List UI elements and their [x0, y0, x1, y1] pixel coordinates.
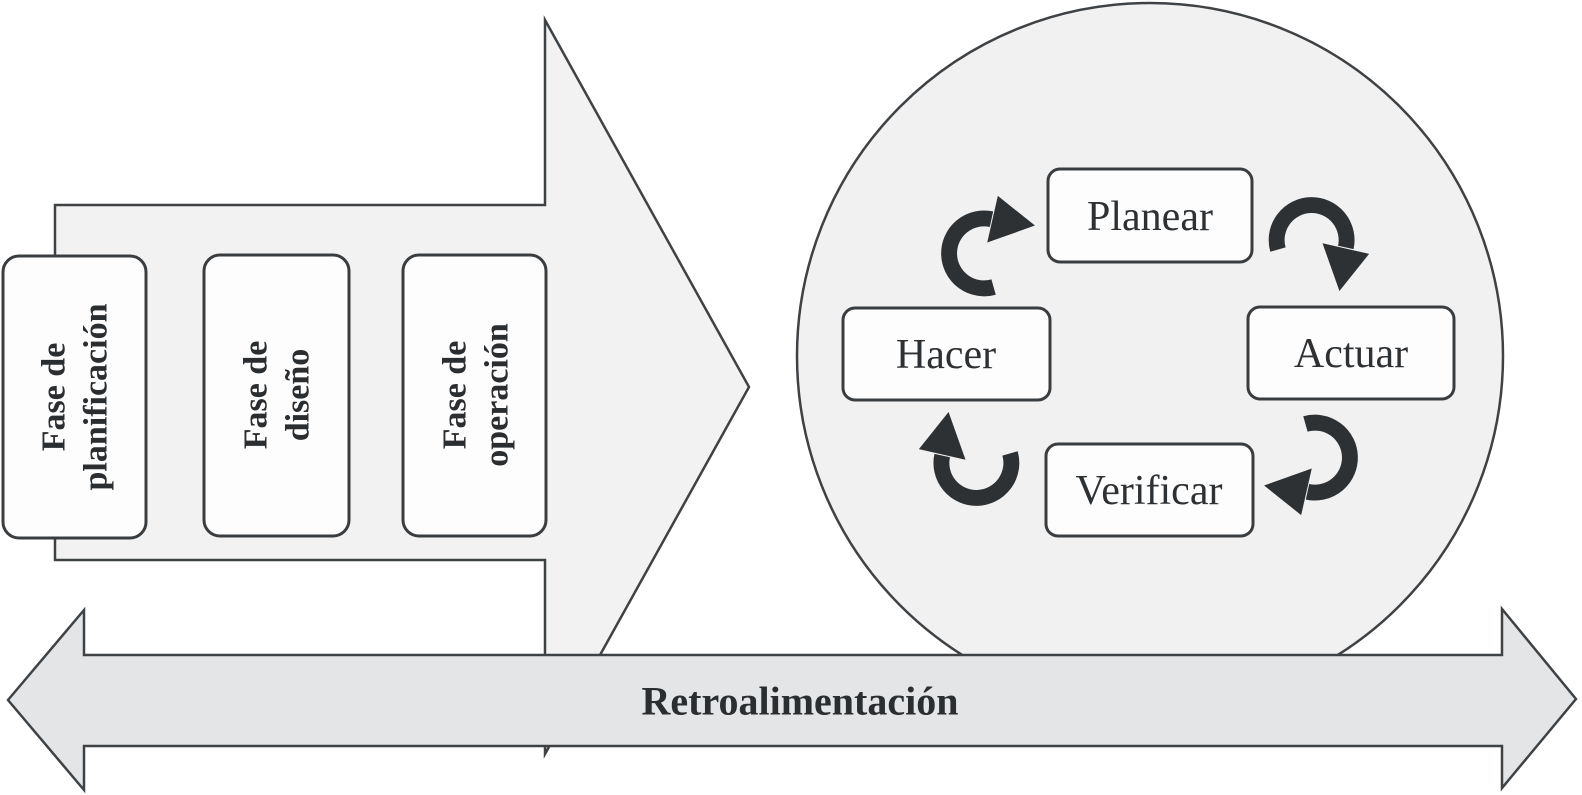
- cycle-box-hacer: [841, 306, 1052, 402]
- phase-label-diseno-line2: diseño: [280, 349, 317, 442]
- phase-label-planificacion-line1: Fase de: [36, 343, 73, 452]
- cycle-label-hacer: Hacer: [896, 332, 996, 378]
- phase-box-operacion: [401, 253, 548, 538]
- feedback-label: Retroalimentación: [642, 679, 959, 724]
- cycle-box-actuar: [1246, 305, 1456, 401]
- feedback-arrow-shape: [6, 605, 1578, 794]
- phase-box-diseno: [202, 253, 351, 538]
- phase-label-diseno-line1: Fase de: [238, 341, 275, 450]
- phase-label-operacion-line2: operación: [479, 323, 516, 467]
- phase-label-operacion-line1: Fase de: [437, 341, 474, 450]
- cycle-label-planear: Planear: [1087, 194, 1213, 240]
- cycle-label-verificar: Verificar: [1076, 468, 1223, 514]
- cycle-box-planear: [1046, 167, 1254, 264]
- phase-box-planificacion: [1, 254, 148, 540]
- cycle-label-actuar: Actuar: [1294, 331, 1408, 377]
- phase-label-planificacion-line2: planificación: [78, 303, 115, 490]
- cycle-box-verificar: [1044, 442, 1255, 538]
